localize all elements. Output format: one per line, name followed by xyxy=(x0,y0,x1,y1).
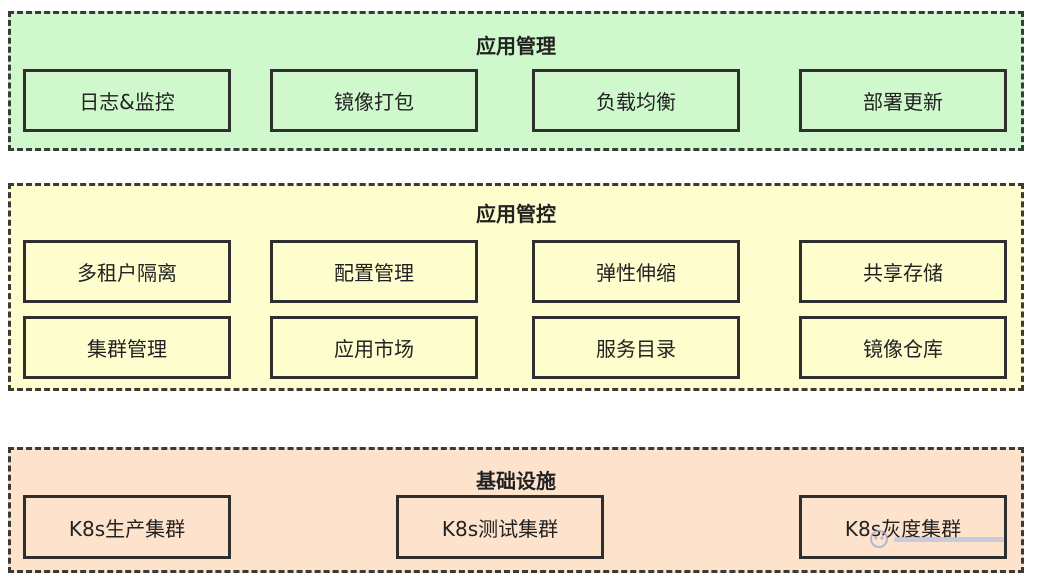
node-multi-tenant-isolation: 多租户隔离 xyxy=(23,240,231,303)
layer-app-control: 应用管控 多租户隔离 配置管理 弹性伸缩 共享存储 集群管理 应用市场 服务目录… xyxy=(8,183,1024,391)
layer-title: 应用管理 xyxy=(476,34,556,58)
node-load-balancing: 负载均衡 xyxy=(532,69,740,132)
node-cluster-management: 集群管理 xyxy=(23,316,231,379)
node-image-registry: 镜像仓库 xyxy=(799,316,1007,379)
node-service-catalog: 服务目录 xyxy=(532,316,740,379)
node-logging-monitoring: 日志&监控 xyxy=(23,69,231,132)
node-deploy-update: 部署更新 xyxy=(799,69,1007,132)
watermark-logo xyxy=(870,530,1004,548)
node-config-management: 配置管理 xyxy=(270,240,478,303)
node-auto-scaling: 弹性伸缩 xyxy=(532,240,740,303)
node-app-market: 应用市场 xyxy=(270,316,478,379)
layer-infrastructure: 基础设施 K8s生产集群 K8s测试集群 K8s灰度集群 xyxy=(8,447,1024,573)
layer-title: 应用管控 xyxy=(476,202,556,226)
node-image-packaging: 镜像打包 xyxy=(270,69,478,132)
node-k8s-test-cluster: K8s测试集群 xyxy=(396,495,604,559)
layer-title: 基础设施 xyxy=(476,469,556,493)
layer-app-management: 应用管理 日志&监控 镜像打包 负载均衡 部署更新 xyxy=(8,11,1024,151)
node-shared-storage: 共享存储 xyxy=(799,240,1007,303)
node-k8s-production-cluster: K8s生产集群 xyxy=(23,495,231,559)
node-k8s-canary-cluster: K8s灰度集群 xyxy=(799,495,1007,559)
